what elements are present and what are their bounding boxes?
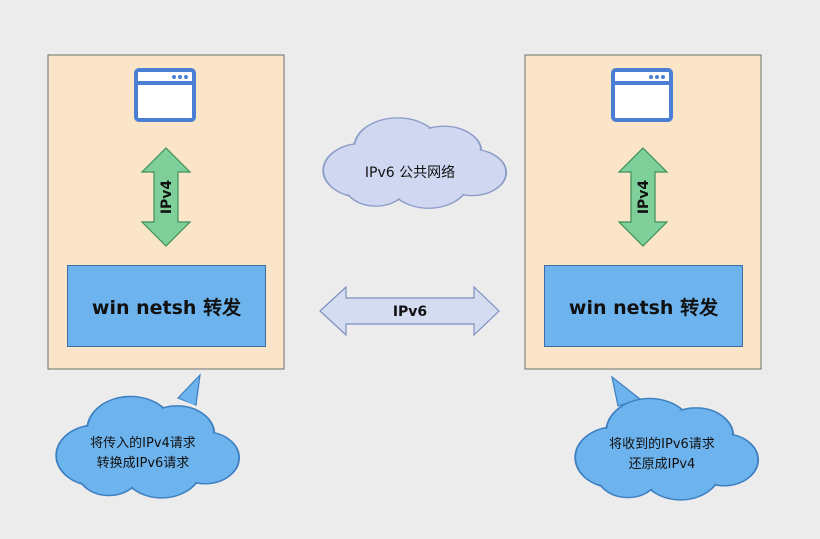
- note-cloud-left-line1: 将传入的IPv4请求: [90, 435, 196, 451]
- browser-window-icon: [611, 68, 673, 122]
- netsh-label-right: win netsh 转发: [568, 296, 719, 319]
- ipv4-arrow-label-right: IPv4: [636, 180, 652, 215]
- ipv6-link-arrow: IPv6: [319, 285, 500, 337]
- network-cloud-label: IPv6 公共网络: [365, 165, 455, 181]
- netsh-label-left: win netsh 转发: [91, 296, 242, 319]
- ipv6-link-label: IPv6: [393, 304, 427, 320]
- browser-window-icon: [134, 68, 196, 122]
- ipv4-arrow-label-left: IPv4: [159, 180, 175, 215]
- note-cloud-left-line2: 转换成IPv6请求: [97, 456, 190, 471]
- ipv4-arrow-right: IPv4: [617, 147, 669, 247]
- ipv4-arrow-left: IPv4: [140, 147, 192, 247]
- note-cloud-right-line2: 还原成IPv4: [629, 457, 696, 472]
- note-cloud-right-line1: 将收到的IPv6请求: [609, 436, 715, 452]
- netsh-box-left: win netsh 转发: [67, 265, 266, 347]
- netsh-box-right: win netsh 转发: [544, 265, 743, 347]
